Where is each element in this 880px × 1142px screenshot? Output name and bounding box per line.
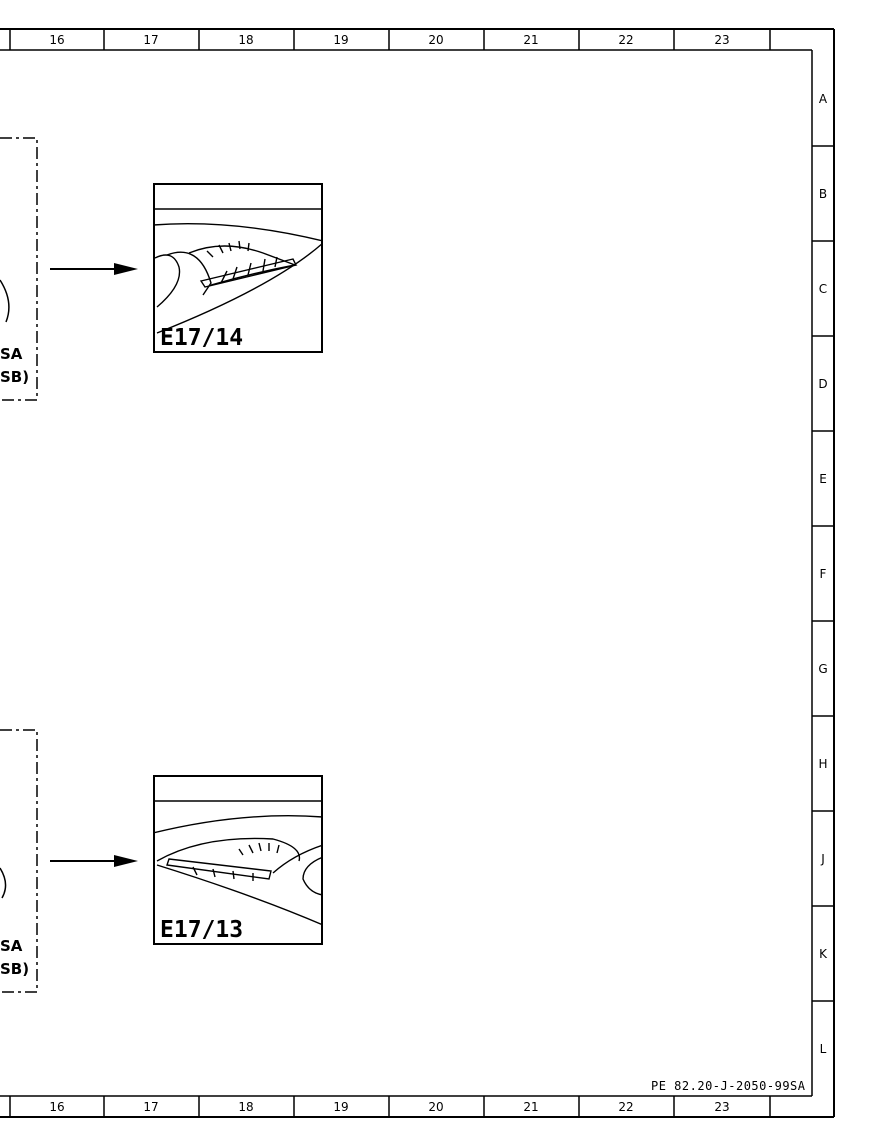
row-label: F (819, 567, 827, 581)
lower-cut-label-line1: SA (0, 937, 23, 955)
column-label: 20 (428, 33, 444, 47)
column-label: 23 (714, 1100, 730, 1114)
column-label: 21 (523, 33, 539, 47)
row-label: E (819, 472, 827, 486)
upper-detail-code: E17/14 (160, 325, 244, 351)
lower-detail-code: E17/13 (160, 917, 244, 943)
column-label: 18 (238, 1100, 254, 1114)
upper-arrow-icon (50, 263, 138, 275)
row-label: A (818, 92, 828, 106)
row-label: B (818, 187, 828, 201)
lower-arrow-icon (50, 855, 138, 867)
column-label: 18 (238, 33, 254, 47)
row-label: L (819, 1042, 827, 1056)
row-label: D (818, 377, 828, 391)
upper-cutout-boundary (0, 137, 38, 401)
row-label: J (821, 852, 825, 866)
lower-dashboard-light-illustration (153, 800, 323, 926)
column-label: 17 (143, 1100, 159, 1114)
column-label: 19 (333, 1100, 349, 1114)
column-label: 22 (618, 33, 634, 47)
row-label: K (819, 947, 827, 961)
column-label: 21 (523, 1100, 539, 1114)
lower-detail-view: E17/13 (153, 775, 323, 945)
document-id: PE 82.20-J-2050-99SA (651, 1079, 806, 1093)
upper-cut-label-line1: SA (0, 345, 23, 363)
column-label: 16 (49, 33, 65, 47)
lower-cutout-boundary (0, 729, 38, 993)
column-label: 17 (143, 33, 159, 47)
column-label: 22 (618, 1100, 634, 1114)
column-label: 20 (428, 1100, 444, 1114)
upper-dashboard-light-illustration (153, 208, 323, 334)
lower-cut-label-line2: SB) (0, 960, 30, 978)
upper-cut-label-line2: SB) (0, 368, 30, 386)
row-label: C (818, 282, 828, 296)
row-label: G (818, 662, 828, 676)
upper-detail-view: E17/14 (153, 183, 323, 353)
column-label: 23 (714, 33, 730, 47)
row-label: H (818, 757, 828, 771)
column-label: 19 (333, 33, 349, 47)
column-label: 16 (49, 1100, 65, 1114)
